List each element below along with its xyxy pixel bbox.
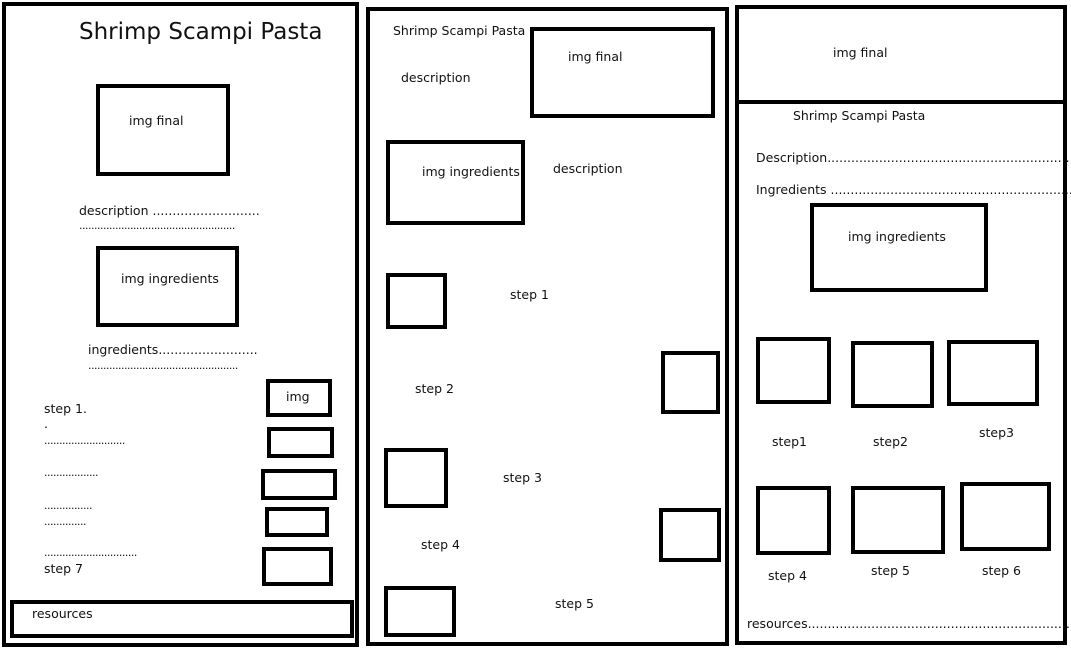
right-step4-box <box>756 486 831 555</box>
right-step2-box <box>851 341 934 408</box>
right-step1-box <box>756 337 831 404</box>
left-line1: ........................... <box>44 434 125 447</box>
middle-description-2: description <box>553 161 623 176</box>
right-step5-box <box>851 486 945 554</box>
right-step6: step 6 <box>982 563 1021 578</box>
left-line4: .............. <box>44 515 86 528</box>
right-resources: resources...............................… <box>747 616 1071 631</box>
left-img-ingredients-box <box>96 246 239 327</box>
right-step6-box <box>960 482 1051 551</box>
left-step-img-4 <box>265 507 329 537</box>
left-line3: ................ <box>44 499 92 512</box>
left-resources-box <box>10 600 354 638</box>
middle-img-ingredients-label: img ingredients <box>422 164 520 179</box>
right-step3-box <box>947 340 1039 406</box>
left-dot: . <box>44 416 48 431</box>
middle-step5-box <box>384 586 456 637</box>
middle-step3: step 3 <box>503 470 542 485</box>
left-step-img-5 <box>262 547 333 586</box>
left-ingredients-line2: ........................................… <box>88 359 238 372</box>
left-step7: step 7 <box>44 561 83 576</box>
right-img-ingredients-box <box>810 203 988 292</box>
middle-img-final-label: img final <box>568 49 623 64</box>
left-description-line2: ........................................… <box>79 219 235 232</box>
left-line2: .................. <box>44 466 98 479</box>
middle-step2-box <box>661 351 720 414</box>
left-step-img-1 <box>266 379 332 417</box>
left-step1: step 1. <box>44 401 87 416</box>
right-step2: step2 <box>873 434 908 449</box>
left-step-img-3 <box>261 469 337 500</box>
middle-step3-box <box>384 448 448 508</box>
right-title: Shrimp Scampi Pasta <box>793 108 926 123</box>
right-img-ingredients-label: img ingredients <box>848 229 946 244</box>
left-img-final-box <box>96 84 230 176</box>
right-img-final-box <box>735 5 1067 104</box>
left-img-label: img <box>286 389 310 404</box>
right-description: Description.............................… <box>756 150 1071 165</box>
left-step-img-2 <box>267 427 334 458</box>
middle-description-1: description <box>401 70 471 85</box>
left-img-ingredients-label: img ingredients <box>121 271 219 286</box>
middle-img-final-box <box>530 27 715 118</box>
middle-step4-box <box>659 508 721 562</box>
right-step4: step 4 <box>768 568 807 583</box>
right-step1: step1 <box>772 434 807 449</box>
middle-step1: step 1 <box>510 287 549 302</box>
middle-step5: step 5 <box>555 596 594 611</box>
right-step5: step 5 <box>871 563 910 578</box>
left-resources: resources <box>32 606 93 621</box>
right-ingredients: Ingredients ............................… <box>756 182 1071 197</box>
middle-img-ingredients-box <box>386 140 525 225</box>
right-img-final-label: img final <box>833 45 888 60</box>
right-step3: step3 <box>979 425 1014 440</box>
left-ingredients: ingredients......................... <box>88 342 258 357</box>
middle-step4: step 4 <box>421 537 460 552</box>
left-img-final-label: img final <box>129 113 184 128</box>
middle-title: Shrimp Scampi Pasta <box>393 23 526 38</box>
left-title: Shrimp Scampi Pasta <box>79 19 323 45</box>
left-description: description ........................... <box>79 203 260 218</box>
middle-step2: step 2 <box>415 381 454 396</box>
middle-step1-box <box>386 273 447 329</box>
left-line5: ............................... <box>44 546 137 559</box>
